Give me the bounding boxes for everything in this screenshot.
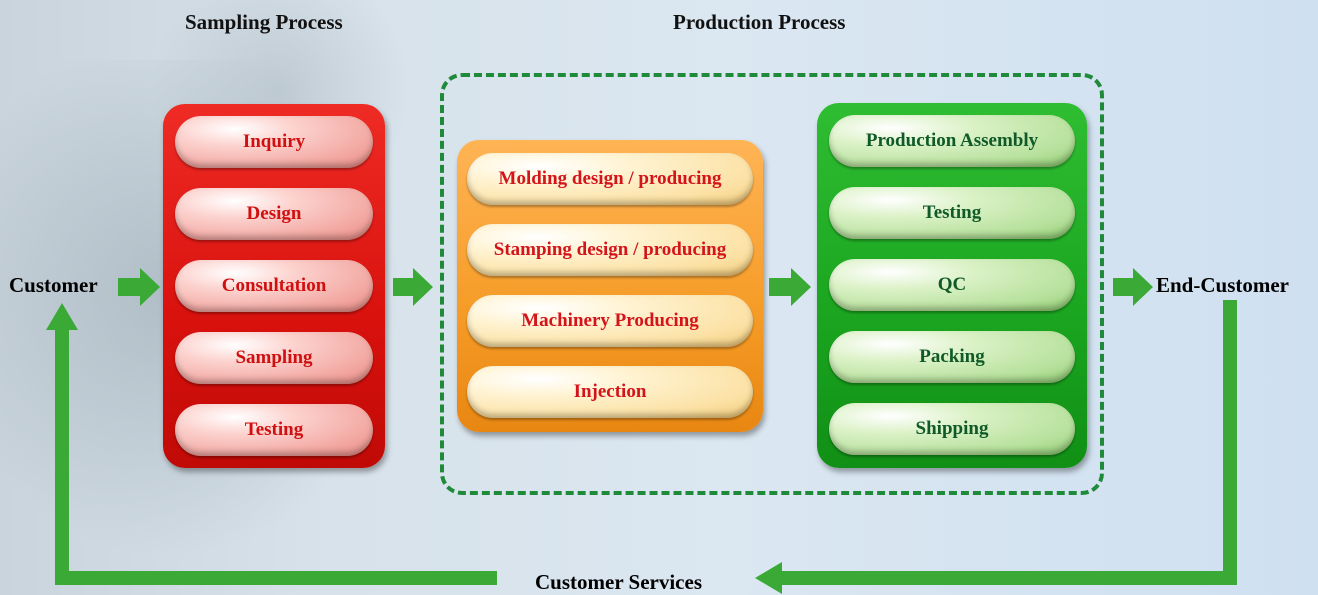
loop-line-right [780,300,1237,585]
sampling-process-heading: Sampling Process [185,10,343,34]
production-step-stamping: Stamping design / producing [467,224,753,276]
sampling-step-sampling: Sampling [175,332,373,384]
loop-line-left [55,330,497,585]
final-step-testing: Testing [829,187,1075,239]
final-step-shipping: Shipping [829,403,1075,455]
sampling-step-inquiry: Inquiry [175,116,373,168]
arrow-right-icon [1113,268,1153,306]
production-step-molding: Molding design / producing [467,153,753,205]
production-process-heading: Production Process [673,10,846,34]
arrow-right-icon [769,268,811,306]
arrow-left-icon [755,562,782,594]
production-step-machinery: Machinery Producing [467,295,753,347]
arrow-right-icon [393,268,433,306]
sampling-step-design: Design [175,188,373,240]
end-customer-label: End-Customer [1156,273,1290,297]
arrow-up-icon [46,303,78,330]
production-process-panel: Molding design / producing Stamping desi… [457,140,763,432]
sampling-step-consultation: Consultation [175,260,373,312]
sampling-process-panel: Inquiry Design Consultation Sampling Tes… [163,104,385,468]
arrow-right-icon [118,268,160,306]
final-step-packing: Packing [829,331,1075,383]
customer-services-label: Customer Services [535,570,702,594]
sampling-step-testing: Testing [175,404,373,456]
customer-label: Customer [9,273,98,297]
final-process-panel: Production Assembly Testing QC Packing S… [817,103,1087,468]
final-step-qc: QC [829,259,1075,311]
production-step-injection: Injection [467,366,753,418]
final-step-production-assembly: Production Assembly [829,115,1075,167]
production-process-boundary [440,73,1104,495]
